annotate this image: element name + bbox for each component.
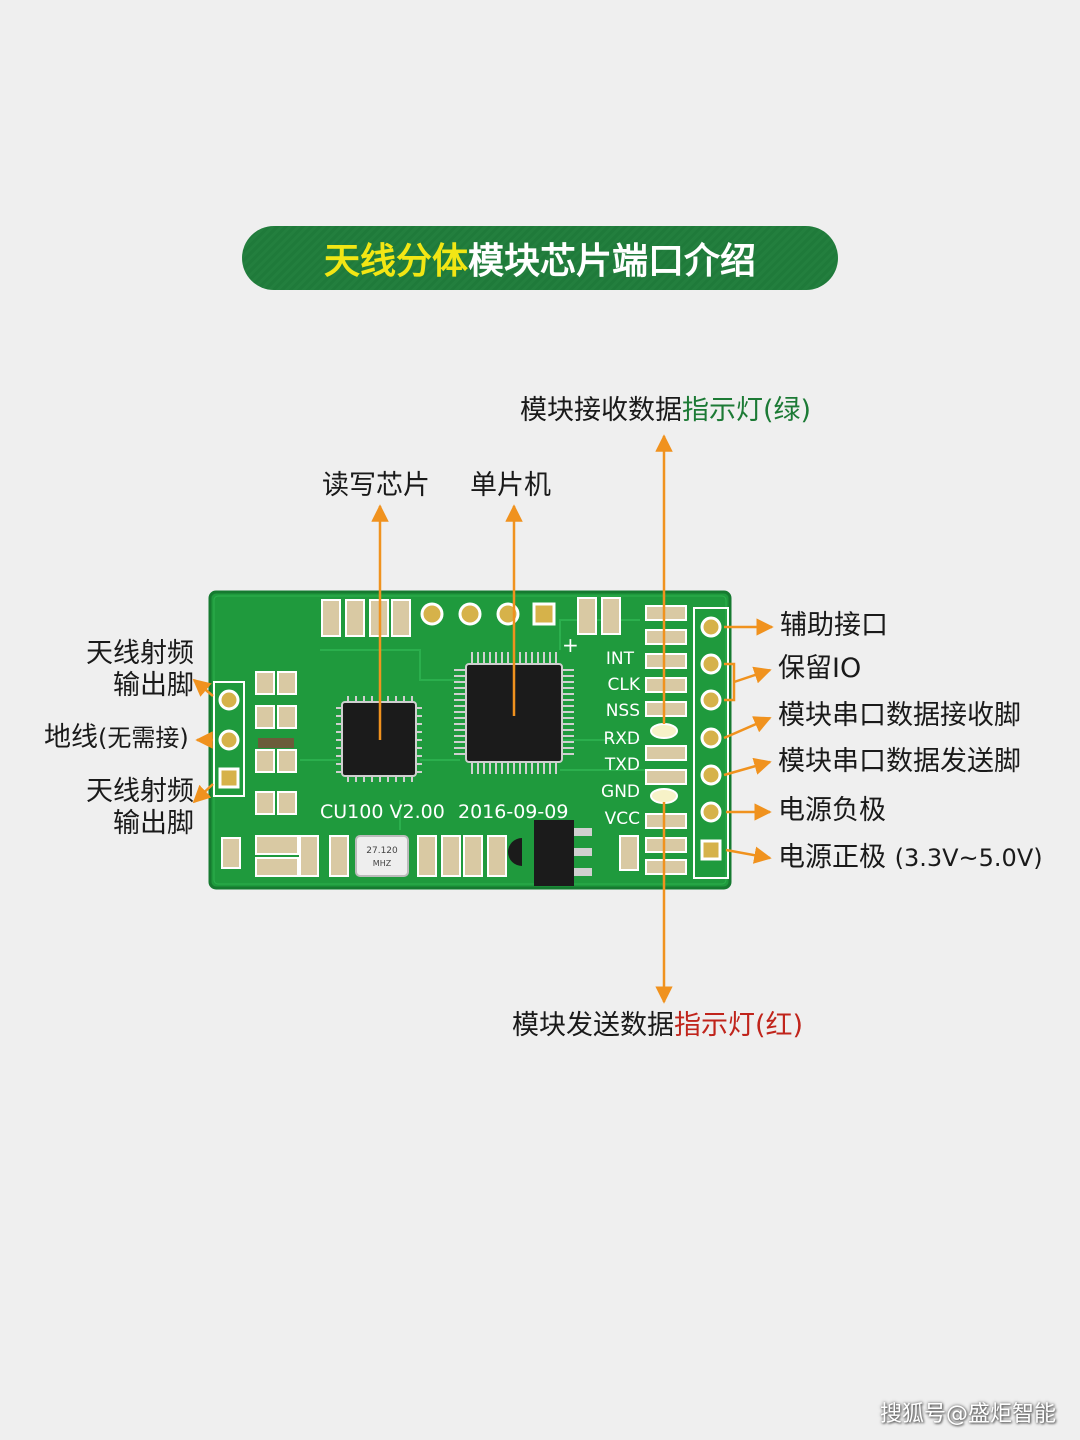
ant-pad-2	[218, 767, 240, 789]
header-pin-5	[700, 764, 722, 786]
label-power-pos: 电源正极 (3.3V~5.0V)	[778, 842, 1043, 873]
watermark: 搜狐号@盛炬智能	[879, 1402, 1056, 1427]
pin-nss: NSS	[606, 701, 640, 721]
title-banner: 天线分体模块芯片端口介绍	[242, 226, 838, 290]
silk-date: 2016-09-09	[458, 801, 568, 823]
label-rx-led: 模块接收数据指示灯(绿)	[520, 395, 812, 426]
tx-led	[650, 788, 678, 804]
label-reserved-io: 保留IO	[778, 653, 862, 684]
pin-rxd: RXD	[603, 729, 640, 749]
pin-clk: CLK	[608, 675, 641, 695]
pin-vcc: VCC	[605, 809, 640, 829]
svg-text:+: +	[562, 633, 579, 657]
header-pin-1	[700, 616, 722, 638]
header-pin-2	[700, 653, 722, 675]
arrow-antenna-1	[192, 678, 214, 697]
arrow-power-pos	[725, 846, 772, 864]
pin-txd: TXD	[604, 755, 640, 775]
header-pin-6	[700, 801, 722, 823]
voltage-regulator	[534, 820, 574, 886]
header-pin-4	[700, 727, 722, 749]
label-mcu: 单片机	[470, 470, 551, 501]
title-highlight: 天线分体	[323, 241, 468, 282]
header-pin-7	[700, 839, 722, 861]
label-antenna-rf-1: 天线射频 输出脚	[86, 638, 194, 702]
silk-model: CU100 V2.00	[320, 801, 445, 823]
label-antenna-rf-2: 天线射频 输出脚	[86, 776, 194, 840]
rx-led	[650, 723, 678, 739]
label-power-neg: 电源负极	[778, 795, 886, 826]
svg-text:27.120: 27.120	[366, 846, 398, 856]
crystal	[355, 835, 409, 877]
label-tx-led: 模块发送数据指示灯(红)	[512, 1010, 804, 1041]
arrow-uart-rx	[723, 716, 772, 740]
svg-text:MHZ: MHZ	[373, 859, 392, 868]
label-rw-chip: 读写芯片	[322, 470, 430, 501]
ant-pad-gnd	[218, 729, 240, 751]
pin-int: INT	[606, 649, 635, 669]
ant-pad-1	[218, 689, 240, 711]
title-rest: 模块芯片端口介绍	[468, 241, 757, 282]
arrow-uart-tx	[723, 757, 772, 777]
label-aux-port: 辅助接口	[780, 610, 888, 641]
arrow-antenna-2	[192, 783, 214, 804]
label-ground: 地线(无需接)	[44, 722, 189, 753]
label-uart-rx: 模块串口数据接收脚	[778, 700, 1021, 731]
header-pin-3	[700, 689, 722, 711]
pin-gnd: GND	[601, 782, 640, 802]
label-uart-tx: 模块串口数据发送脚	[778, 746, 1021, 777]
